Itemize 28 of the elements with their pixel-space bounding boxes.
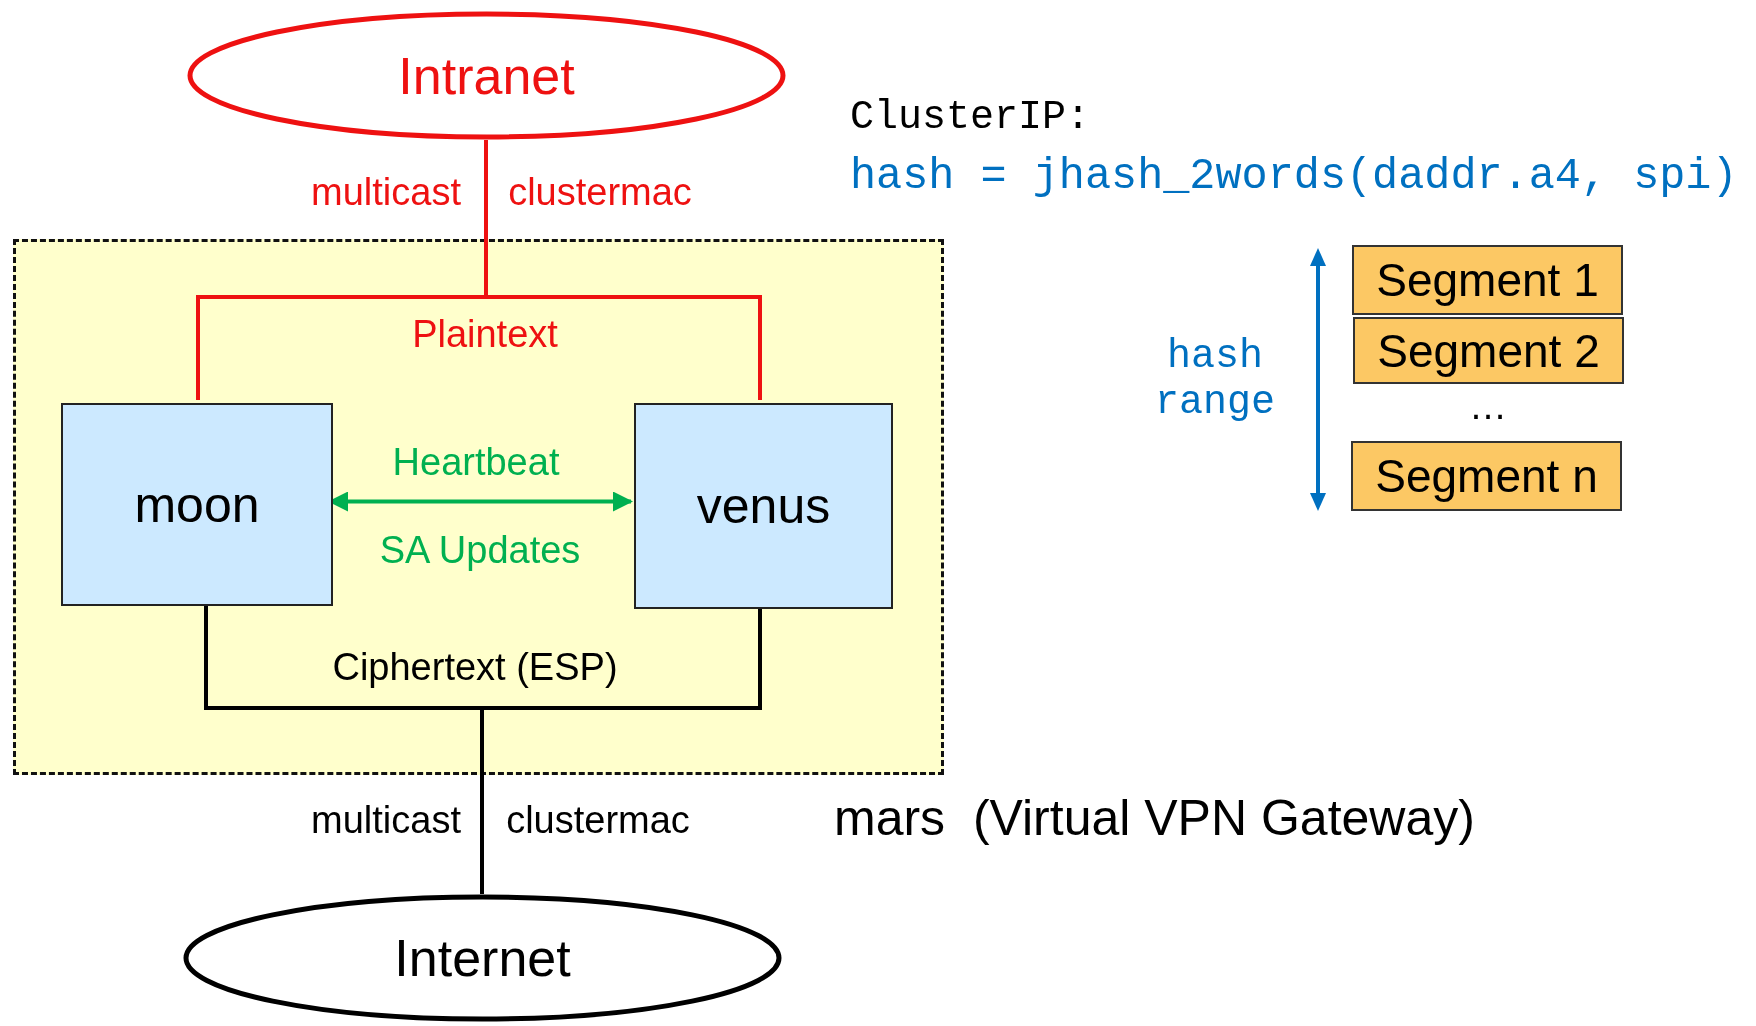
node-label: Internet	[394, 928, 571, 988]
text-label: SA Updates	[379, 529, 581, 573]
node-label: Segment 1	[1376, 253, 1599, 307]
gateway-cluster-box	[13, 239, 944, 775]
text-label: multicast	[311, 799, 461, 843]
text-label: hash range	[1154, 334, 1276, 426]
segment-box	[1352, 245, 1623, 315]
text-label: hash = jhash_2words(daddr.a4, spi)	[850, 152, 1738, 202]
segment-box	[1351, 441, 1622, 511]
node-label: venus	[696, 477, 831, 535]
text-label: clustermac	[508, 171, 692, 215]
text-label: Ciphertext (ESP)	[332, 646, 618, 690]
node-label: Segment 2	[1377, 323, 1600, 378]
text-label: multicast	[311, 171, 461, 215]
network-ellipse	[187, 11, 786, 140]
host-box	[61, 403, 333, 606]
gateway-caption: mars (Virtual VPN Gateway)	[834, 789, 1475, 847]
text-label: …	[1469, 385, 1507, 429]
node-label: Intranet	[398, 45, 575, 106]
text-label: Heartbeat	[392, 441, 560, 485]
text-label: clustermac	[506, 799, 690, 843]
host-box	[634, 403, 893, 609]
node-label: Segment n	[1375, 449, 1598, 503]
text-label: Plaintext	[412, 313, 558, 357]
network-ellipse	[183, 894, 782, 1022]
node-label: moon	[134, 475, 260, 534]
segment-box	[1353, 317, 1624, 384]
text-label: ClusterIP:	[850, 95, 1091, 141]
